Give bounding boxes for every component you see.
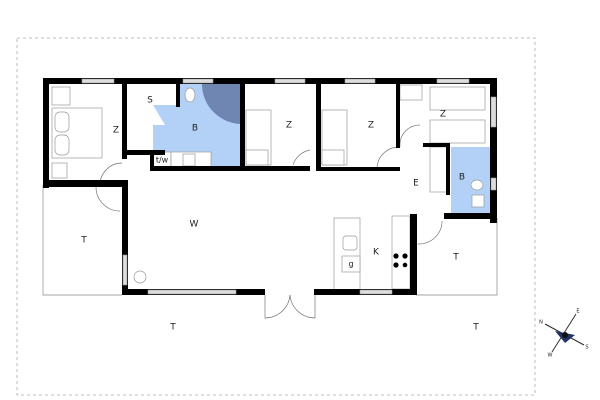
svg-text:S: S [585, 345, 588, 351]
room-label-storage: S [147, 96, 153, 106]
appliance-label: g [348, 260, 353, 269]
room-label-living: W [190, 220, 199, 230]
room-label-bedroom: Z [440, 110, 446, 120]
room-label-terrace: T [169, 323, 176, 333]
svg-text:N: N [539, 320, 543, 326]
room-label-bedroom: Z [368, 121, 374, 131]
room-label-terrace: T [472, 323, 479, 333]
room-label-kitchen: K [373, 248, 380, 258]
terrace-outlines [42, 185, 498, 296]
room-label-bedroom: Z [113, 126, 119, 136]
shower-area [201, 83, 242, 124]
room-label-entrance: E [413, 179, 419, 189]
room-label-terrace: T [80, 236, 87, 246]
room-label-bathroom: B [192, 124, 198, 134]
windows [81, 78, 497, 295]
room-label-terrace: T [452, 253, 459, 263]
plot-boundary [16, 37, 536, 396]
room-label-bedroom: Z [286, 121, 292, 131]
svg-text:W: W [548, 353, 553, 359]
room-label-washer: t/w [156, 156, 169, 165]
bathroom-2-floor [451, 147, 491, 216]
compass-rose-icon: N E S W [539, 309, 588, 359]
room-label-bathroom: B [459, 173, 465, 183]
furniture [51, 84, 486, 291]
svg-text:E: E [576, 309, 579, 315]
